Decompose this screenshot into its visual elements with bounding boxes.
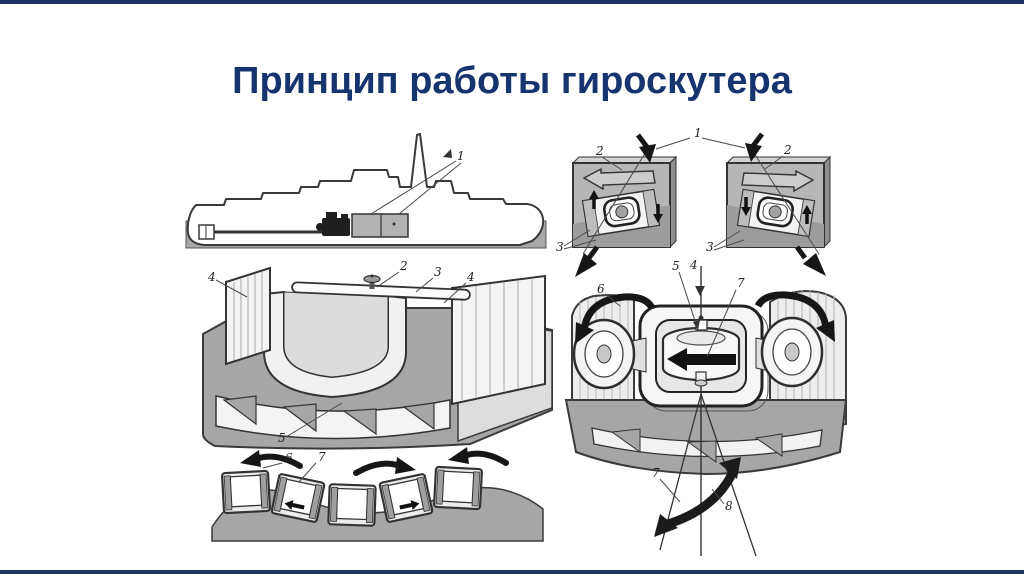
gyro-panels-diagram: 1 2 2 3 3 [556,126,832,277]
gyro-platform-right [736,188,816,238]
tilt-direction-arrow-right [741,169,815,193]
gyro-panel-left [571,149,678,255]
label-tank-2: 2 [399,259,408,273]
label-panel-left-3: 3 [556,240,564,254]
antiroll-tank-diagram: 4 2 3 4 5 [202,259,553,450]
gyro-panel-right [725,149,832,255]
label-panel-right-2: 2 [783,143,792,157]
swing-arc-arrow [654,457,741,537]
swing-arc-diagram: 7 8 [652,457,741,537]
cross-pipe [291,281,471,301]
pipe-valve [363,274,381,289]
label-tank-5: 5 [278,431,286,445]
top-edge-bar [0,0,1024,4]
tilt-direction-arrow-left [582,167,656,191]
up-arrow-icon [802,205,812,224]
flywheel-rotor [661,315,741,387]
water-shift-left-arrow [284,500,305,510]
ship-hull-outline [186,133,545,246]
wave-tanks-diagram: 6 7 [211,447,544,542]
gyro-base-ribs [610,428,783,463]
label-gyro-5: 5 [672,259,680,273]
label-tank-4-right: 4 [466,270,475,284]
slide-title: Принцип работы гироскутера [232,60,792,102]
label-panel-left-2: 2 [595,144,604,158]
rotor-spin-arrow [667,348,736,371]
precession-arrow-bottom-right [794,245,826,276]
bottom-edge-bar [0,570,1024,574]
precession-arrow-top-left [636,133,656,163]
label-panels-1: 1 [694,126,702,140]
right-side-tank [451,274,546,406]
right-rotation-arrow [754,291,835,342]
precession-arrow-bottom-left [575,245,600,277]
label-gyro-4: 4 [689,258,698,272]
label-wave-7: 7 [318,450,326,464]
engine-block [316,212,350,236]
roll-arrow-left-1 [240,450,303,469]
wave-tank-1 [221,469,271,515]
u-tank-interior [283,291,389,378]
label-swing-7: 7 [652,466,660,480]
left-bearing-drum [572,318,647,390]
ship-side-view-diagram: 1 [185,133,547,249]
precession-arrow-top-right [745,132,764,162]
down-arrow-icon [653,204,663,223]
label-wave-6: 6 [285,451,293,465]
right-bearing-drum [755,316,824,388]
label-gyro-7: 7 [737,276,745,290]
wave-tank-5 [433,465,483,511]
gyro-assembly-diagram: 5 4 6 7 [564,258,848,557]
label-gyro-6: 6 [597,282,605,296]
label-panel-right-3: 3 [706,240,714,254]
label-tank-4-left: 4 [207,270,216,284]
leader-arrowhead [443,149,452,158]
water-shift-right-arrow [399,500,420,510]
label-ship-1: 1 [457,149,465,163]
down-arrow-icon [741,197,751,216]
wave-tank-3 [327,483,377,527]
label-swing-8: 8 [725,499,733,513]
roll-arrow-left-2 [448,447,509,466]
up-arrow-icon [589,190,599,209]
gyro-device-box [351,213,409,238]
wave-tank-4 [378,473,434,523]
wave-tank-2 [270,473,326,523]
gyro-base-trough [564,399,848,476]
bottom-ribs [222,395,435,436]
roll-arrow-right [353,457,416,476]
left-rotation-arrow [575,293,656,344]
label-tank-3: 3 [434,265,442,279]
left-side-tank [225,266,271,366]
